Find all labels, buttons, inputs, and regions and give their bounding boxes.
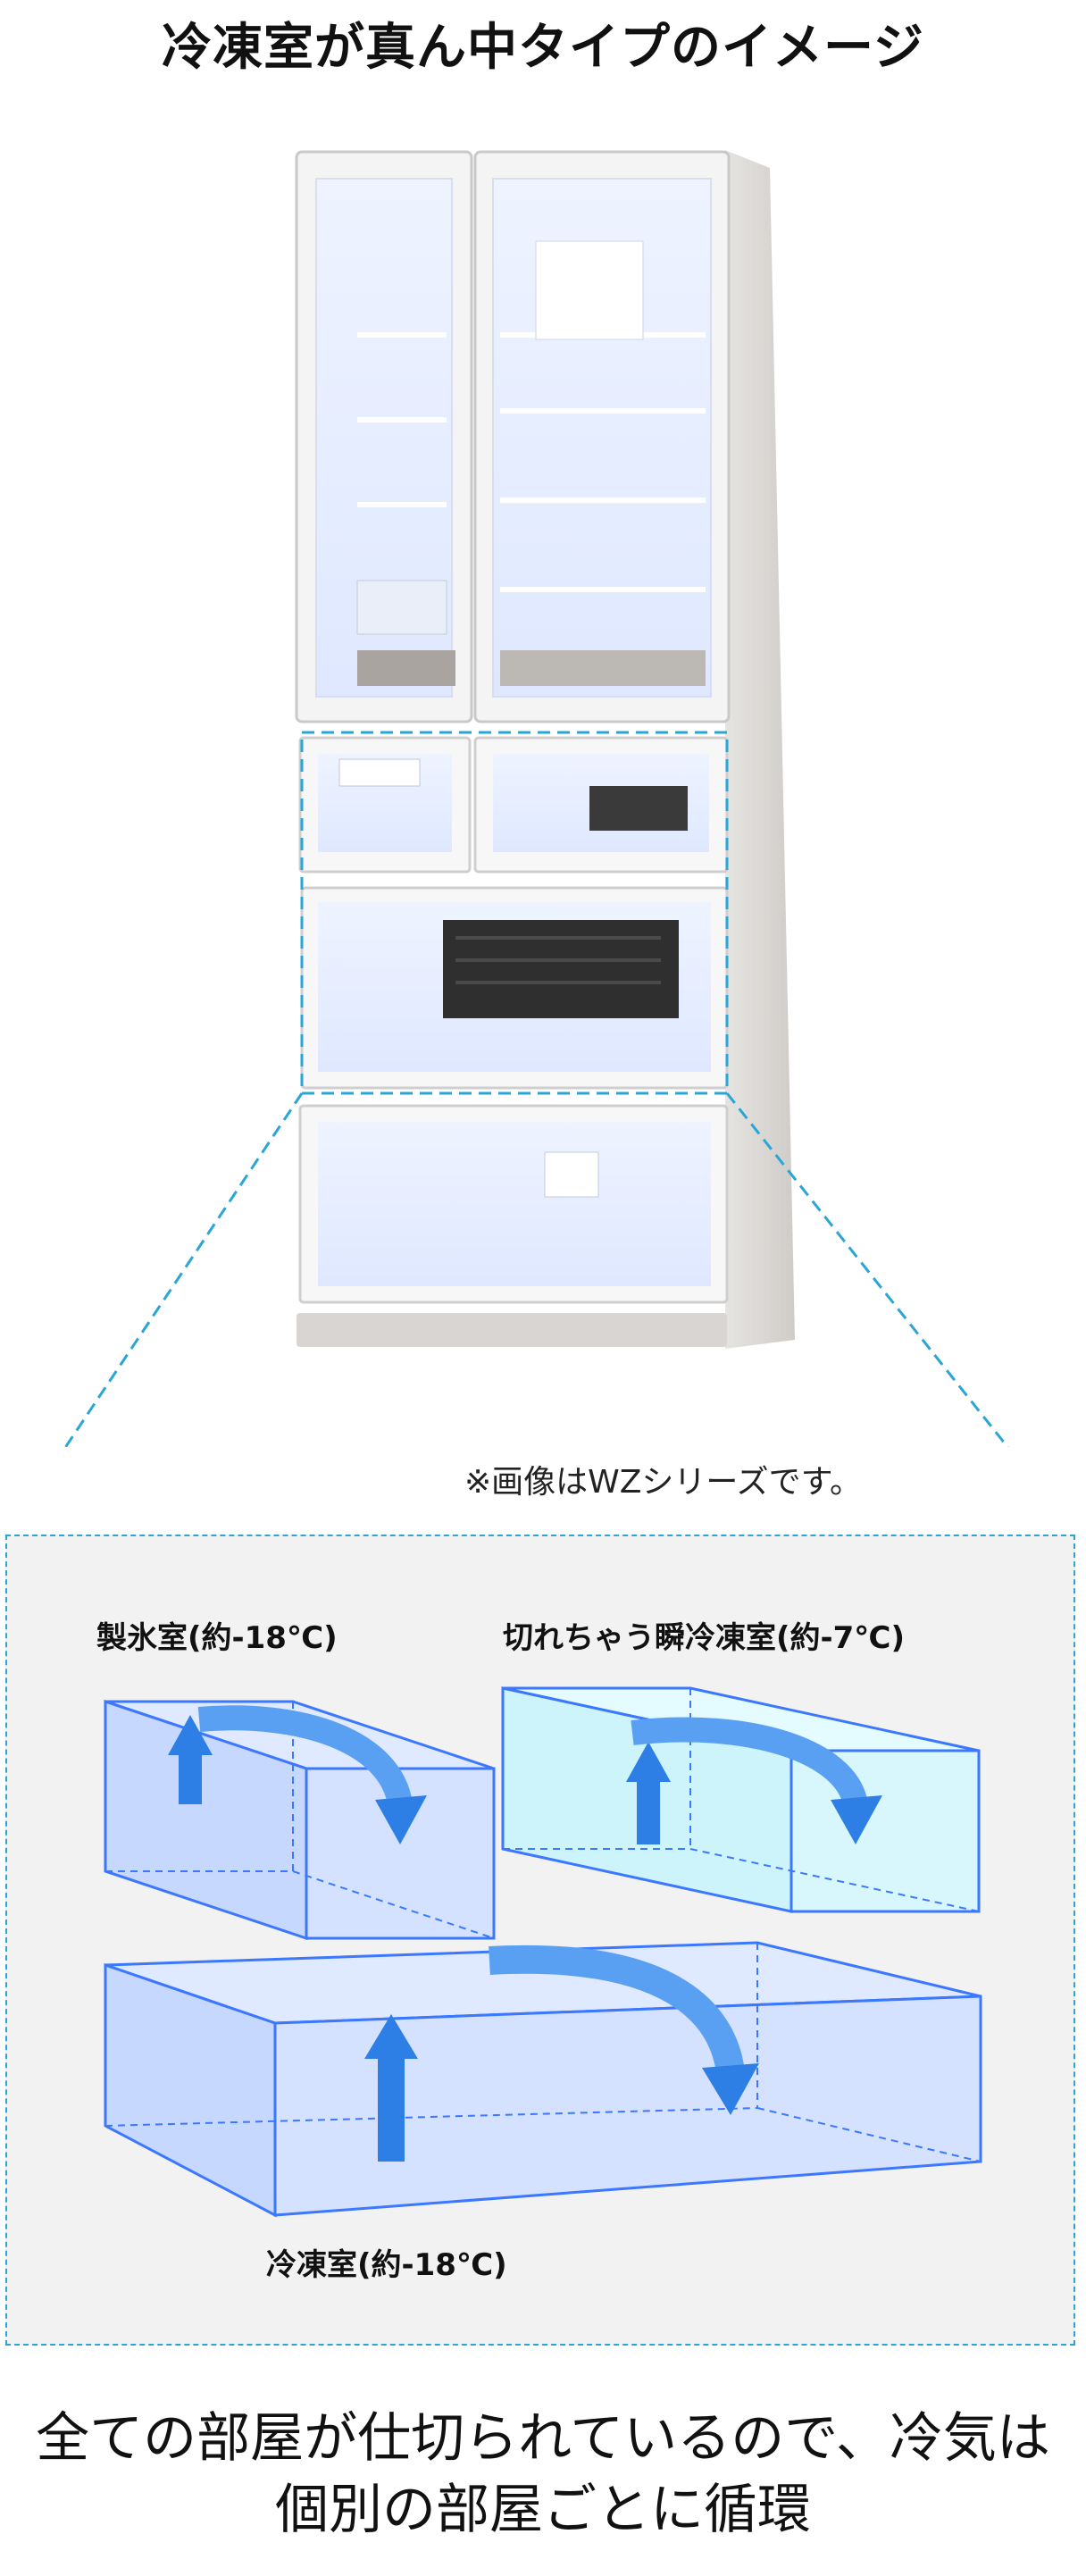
label-freezer-room: 冷凍室(約-18℃) [266, 2247, 507, 2283]
soft-freeze-room-box [501, 1686, 981, 1913]
compartment-diagram-panel: 製氷室(約-18℃) 切れちゃう瞬冷凍室(約-7℃) 冷凍室(約-18℃) [5, 1535, 1075, 2346]
caption: 全ての部屋が仕切られているので、冷気は 個別の部屋ごとに循環 [0, 2403, 1086, 2546]
refrigerator-illustration [63, 150, 1010, 1447]
caption-line-1: 全ての部屋が仕切られているので、冷気は [36, 2407, 1050, 2470]
compartment-diagram [104, 1686, 982, 2218]
image-note: ※画像はWZシリーズです。 [464, 1464, 863, 1501]
upper-drawers [298, 736, 729, 874]
caption-line-2: 個別の部屋ごとに循環 [275, 2479, 811, 2541]
freezer-drawer [300, 886, 729, 1090]
label-soft-freeze-room: 切れちゃう瞬冷凍室(約-7℃) [503, 1620, 906, 1656]
ice-room-box [104, 1699, 496, 1941]
fridge-doors [295, 150, 731, 723]
freezer-room-box [104, 1941, 982, 2218]
bottom-drawer [297, 1104, 729, 1347]
label-ice-room: 製氷室(約-18℃) [96, 1620, 338, 1656]
page-title: 冷凍室が真ん中タイプのイメージ [162, 19, 924, 77]
